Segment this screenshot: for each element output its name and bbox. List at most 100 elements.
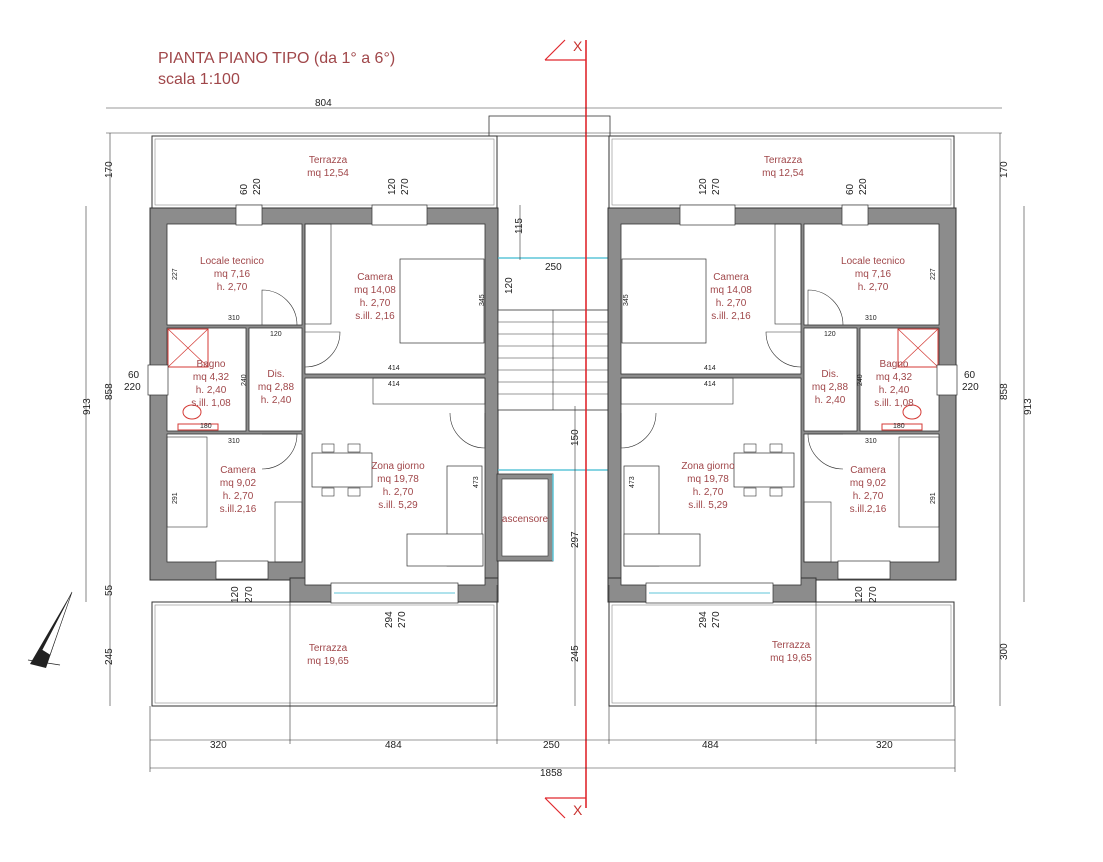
sink-left: [177, 423, 219, 431]
dim-120-right: 120: [824, 331, 836, 338]
wardrobe-left: [304, 223, 332, 325]
dim-win-120-bot-right: 120: [854, 586, 865, 603]
door-entrance-left: [449, 412, 486, 449]
dim-bottom-320-right: 320: [876, 740, 893, 751]
label-locale-right-area: mq 7,16: [855, 269, 892, 280]
room-locale-right: [803, 223, 940, 326]
room-dis-left: [248, 327, 303, 432]
chair-left-1: [321, 443, 335, 453]
label-dis-right-area: mq 2,88: [812, 382, 849, 393]
dim-win-220-top-right: 220: [858, 178, 869, 195]
dim-win-220-top-left: 220: [252, 178, 263, 195]
dim-bottom-484-right: 484: [702, 740, 719, 751]
window-camera-left: [371, 204, 428, 226]
dim-240-left: 240: [241, 374, 248, 386]
north-arrow-icon: [27, 591, 73, 668]
left-unit: [147, 135, 499, 707]
room-labels: Terrazza mq 12,54 Terrazza mq 12,54 Loca…: [191, 155, 914, 667]
title-line-1: PIANTA PIANO TIPO (da 1° a 6°): [158, 50, 396, 67]
bed-small-left: [166, 436, 208, 528]
dim-win-60-top-left: 60: [239, 183, 250, 195]
dim-right-300: 300: [999, 643, 1010, 660]
room-bagno-left: [166, 327, 247, 432]
cabinet-left: [372, 377, 486, 405]
dim-240-right: 240: [857, 374, 864, 386]
dim-total: 1858: [540, 768, 563, 779]
table-left: [311, 452, 373, 488]
title-line-2: scala 1:100: [158, 71, 240, 88]
dim-291-left: 291: [172, 492, 179, 504]
dim-left-170: 170: [104, 161, 115, 178]
dim-win-60-top-right: 60: [845, 183, 856, 195]
toilet-right: [902, 404, 922, 420]
label-locale-left-area: mq 7,16: [214, 269, 251, 280]
label-bagno-left-area: mq 4,32: [193, 372, 230, 383]
dim-center-150: 150: [570, 429, 581, 446]
label-bagno-right: Bagno: [880, 359, 909, 370]
dim-414-right-b: 414: [704, 381, 716, 388]
label-zona-giorno-left: Zona giorno: [371, 461, 425, 472]
label-camera-big-left-sill: s.ill. 2,16: [355, 311, 395, 322]
dim-345-right: 345: [623, 294, 630, 306]
dim-win-270-top-right: 270: [711, 178, 722, 195]
door-camera-left: [304, 331, 341, 368]
window-locale-left: [235, 204, 263, 226]
label-locale-right: Locale tecnico: [841, 256, 905, 267]
label-terrazza-bottom-right-area: mq 19,65: [770, 653, 812, 664]
dim-win-270-bot-right: 270: [711, 611, 722, 628]
bed-left: [399, 258, 485, 344]
label-terrazza-bottom-right: Terrazza: [772, 640, 811, 651]
label-terrazza-bottom-left-area: mq 19,65: [307, 656, 349, 667]
label-camera-small-left-h: h. 2,70: [223, 491, 254, 502]
dim-win-120-top-left: 120: [387, 178, 398, 195]
terrace-bottom-left: [151, 601, 498, 707]
section-line: X X: [544, 38, 587, 819]
toilet-left: [182, 404, 202, 420]
dim-227-right: 227: [930, 268, 937, 280]
shower-right: [897, 328, 939, 368]
dim-win-60-left: 60: [128, 370, 140, 381]
dim-310-right-b: 310: [865, 438, 877, 445]
dim-win-294-right: 294: [698, 611, 709, 628]
label-zona-giorno-left-sill: s.ill. 5,29: [378, 500, 418, 511]
table-right: [733, 452, 795, 488]
dim-win-270-bot-right2: 270: [868, 586, 879, 603]
dim-center-250: 250: [545, 262, 562, 273]
label-zona-giorno-right-h: h. 2,70: [693, 487, 724, 498]
dim-120-left: 120: [270, 331, 282, 338]
label-dis-right-h: h. 2,40: [815, 395, 846, 406]
dim-win-120-bot-left: 120: [230, 586, 241, 603]
label-camera-small-left-sill: s.ill.2,16: [220, 504, 257, 515]
dim-right-170: 170: [999, 161, 1010, 178]
label-dis-left-area: mq 2,88: [258, 382, 295, 393]
dim-win-270-bot-left2: 270: [397, 611, 408, 628]
dim-310-left-b: 310: [228, 438, 240, 445]
room-locale-left: [166, 223, 303, 326]
dim-left-55: 55: [104, 584, 115, 596]
dim-414-left-a: 414: [388, 365, 400, 372]
right-unit: [607, 135, 958, 707]
dim-win-270-top-left: 270: [400, 178, 411, 195]
label-camera-small-right: Camera: [850, 465, 886, 476]
label-terrazza-top-right-area: mq 12,54: [762, 168, 804, 179]
window-bagno-left: [147, 364, 169, 396]
dim-left-858: 858: [104, 383, 115, 400]
dim-center-115: 115: [514, 218, 525, 234]
dim-center-245: 245: [570, 645, 581, 662]
dim-win-60-right: 60: [964, 370, 976, 381]
dim-right-858: 858: [999, 383, 1010, 400]
label-zona-giorno-right: Zona giorno: [681, 461, 735, 472]
section-marker-top: X: [573, 38, 583, 54]
label-camera-small-left: Camera: [220, 465, 256, 476]
chair-left-4: [347, 487, 361, 497]
label-camera-big-right-h: h. 2,70: [716, 298, 747, 309]
label-locale-left-h: h. 2,70: [217, 282, 248, 293]
label-camera-small-right-h: h. 2,70: [853, 491, 884, 502]
label-dis-left-h: h. 2,40: [261, 395, 292, 406]
room-bagno-right: [859, 327, 940, 432]
dim-473-left: 473: [473, 476, 480, 488]
label-locale-right-h: h. 2,70: [858, 282, 889, 293]
dim-left-245: 245: [104, 648, 115, 665]
label-camera-big-left: Camera: [357, 272, 393, 283]
